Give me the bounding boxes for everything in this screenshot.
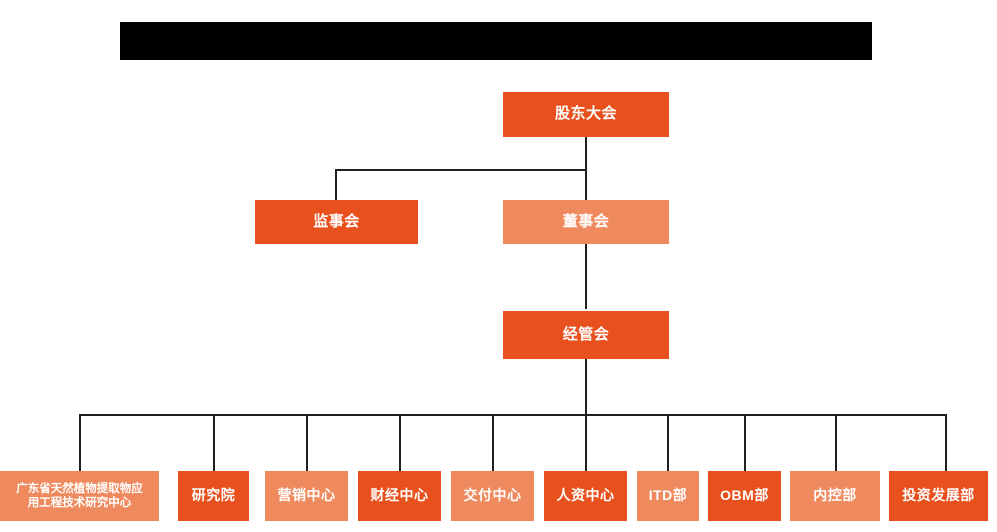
- node-dept-10-label: 投资发展部: [902, 487, 975, 504]
- connector-to-dept-9: [835, 414, 837, 471]
- connector-level2-bus: [336, 169, 587, 171]
- connector-to-dept-7: [667, 414, 669, 471]
- node-dept-8-label: OBM部: [720, 487, 769, 504]
- node-supervisors[interactable]: 监事会: [255, 200, 418, 244]
- connector-to-supervisors: [335, 169, 337, 200]
- node-dept-2[interactable]: 研究院: [178, 471, 249, 521]
- node-management[interactable]: 经管会: [503, 311, 669, 359]
- connector-shareholders-down: [585, 137, 587, 171]
- node-supervisors-label: 监事会: [313, 212, 360, 230]
- connector-to-dept-6: [585, 414, 587, 471]
- node-dept-1[interactable]: 广东省天然植物提取物应 用工程技术研究中心: [0, 471, 159, 521]
- connector-to-dept-5: [492, 414, 494, 471]
- node-dept-3-label: 营销中心: [277, 487, 336, 504]
- node-shareholders[interactable]: 股东大会: [503, 92, 669, 137]
- node-directors-label: 董事会: [562, 212, 610, 230]
- node-dept-4-label: 财经中心: [370, 487, 429, 504]
- connector-to-dept-1: [79, 414, 81, 471]
- node-dept-9-label: 内控部: [813, 487, 857, 504]
- node-dept-6[interactable]: 人资中心: [544, 471, 627, 521]
- node-dept-5[interactable]: 交付中心: [451, 471, 534, 521]
- node-dept-7[interactable]: ITD部: [637, 471, 699, 521]
- connector-to-dept-8: [744, 414, 746, 471]
- node-dept-4[interactable]: 财经中心: [358, 471, 441, 521]
- node-dept-8[interactable]: OBM部: [708, 471, 781, 521]
- connector-to-directors: [585, 169, 587, 200]
- connector-directors-management: [585, 243, 587, 309]
- node-dept-1-label-line1: 广东省天然植物提取物应: [16, 482, 143, 495]
- connector-to-dept-10: [945, 414, 947, 471]
- node-dept-7-label: ITD部: [648, 487, 688, 504]
- node-dept-6-label: 人资中心: [556, 487, 615, 504]
- node-dept-2-label: 研究院: [191, 487, 236, 504]
- connector-to-dept-3: [306, 414, 308, 471]
- node-dept-3[interactable]: 营销中心: [265, 471, 348, 521]
- connector-departments-bus: [80, 414, 946, 416]
- node-shareholders-label: 股东大会: [554, 105, 617, 123]
- node-dept-5-label: 交付中心: [463, 487, 522, 504]
- node-dept-10[interactable]: 投资发展部: [889, 471, 988, 521]
- node-dept-1-label-line2: 用工程技术研究中心: [27, 497, 132, 509]
- node-dept-9[interactable]: 内控部: [790, 471, 880, 521]
- node-dept-1-label: 广东省天然植物提取物应 用工程技术研究中心: [16, 482, 143, 511]
- connector-to-dept-2: [213, 414, 215, 471]
- node-management-label: 经管会: [562, 325, 610, 343]
- node-directors[interactable]: 董事会: [503, 200, 669, 244]
- connector-management-down: [585, 359, 587, 416]
- connector-to-dept-4: [399, 414, 401, 471]
- redacted-title-bar: [120, 22, 872, 60]
